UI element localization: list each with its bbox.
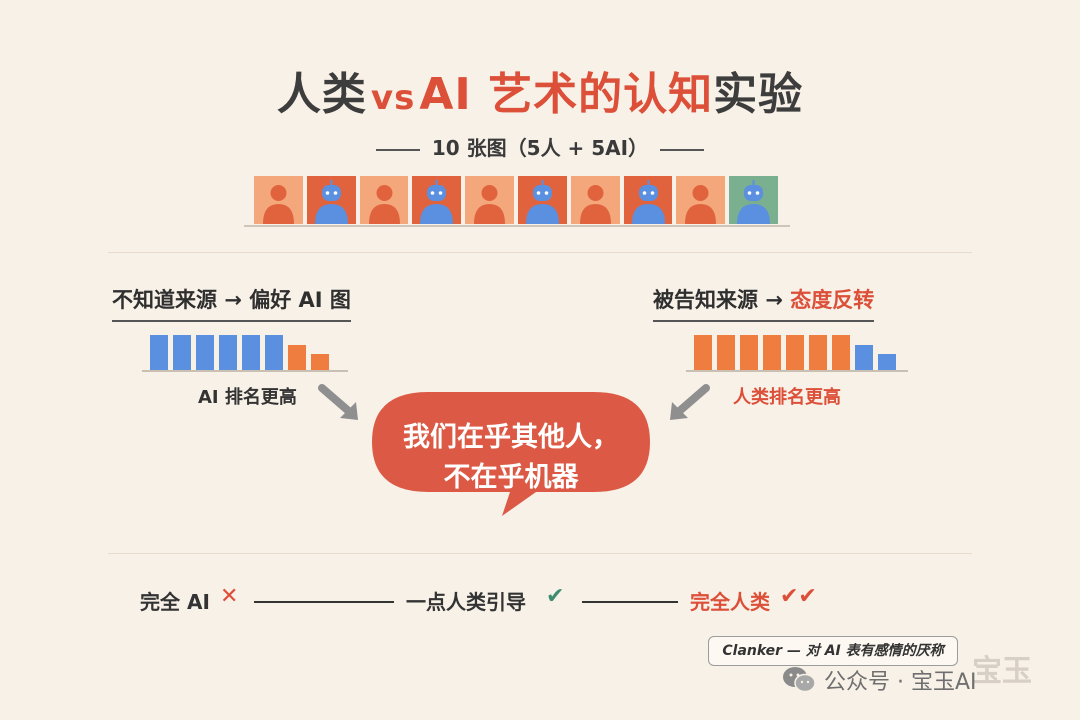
- title-part3: 实验: [713, 69, 804, 120]
- check-icon: ✔: [546, 584, 565, 609]
- spectrum-full-human: 完全人类: [690, 590, 770, 614]
- left-bars-baseline: [142, 370, 348, 372]
- left-ai-bar: [265, 335, 283, 370]
- right-ai-bar: [855, 345, 873, 370]
- human-image-tile: [359, 176, 409, 224]
- left-panel-title: 不知道来源 → 偏好 AI 图: [112, 284, 351, 322]
- left-ai-bar: [150, 335, 168, 370]
- wechat-icon: [783, 667, 816, 693]
- double-check-icon: ✔✔: [780, 584, 817, 609]
- title-vs: vs: [370, 78, 416, 118]
- ai-image-tile: [623, 176, 673, 224]
- right-title-a: 被告知来源: [653, 288, 766, 312]
- subtitle-text: 10 张图（5人 + 5AI）: [431, 136, 649, 160]
- right-human-bar: [740, 335, 758, 370]
- human-image-tile: [465, 176, 514, 224]
- right-bars-baseline: [686, 370, 908, 372]
- left-ai-bar: [219, 335, 237, 370]
- image-tiles-row: [254, 176, 778, 224]
- divider-top: [108, 252, 972, 253]
- spectrum-line-2: [582, 601, 678, 603]
- ai-image-tile: [412, 176, 462, 224]
- speech-bubble: [372, 392, 650, 516]
- watermark: 公众号 · 宝玉AI: [782, 664, 977, 696]
- right-title-b: 态度反转: [782, 288, 875, 312]
- left-title-arrow: →: [224, 288, 242, 312]
- human-image-tile: [676, 176, 726, 224]
- left-human-bar: [311, 354, 329, 370]
- human-image-tile: [254, 176, 303, 224]
- spectrum-full-ai: 完全 AI: [140, 590, 210, 614]
- divider-bottom: [108, 553, 972, 554]
- left-title-b: 偏好 AI 图: [241, 288, 351, 312]
- cross-icon: ✕: [220, 584, 239, 609]
- bubble-line1: 我们在乎其他人，: [403, 422, 619, 453]
- right-human-bar: [809, 335, 827, 370]
- title-part2: AI 艺术的认知: [419, 69, 714, 120]
- ai-image-tile: [729, 176, 778, 224]
- left-ai-bar: [196, 335, 214, 370]
- right-arrow-icon: [670, 384, 710, 420]
- right-human-bar: [786, 335, 804, 370]
- spectrum-line-1: [254, 601, 394, 603]
- left-title-a: 不知道来源: [112, 288, 225, 312]
- bubble-line2: 不在乎机器: [443, 462, 579, 493]
- right-bar-chart: [694, 335, 896, 370]
- right-human-bar: [717, 335, 735, 370]
- left-caption: AI 排名更高: [198, 387, 297, 408]
- watermark-text: 公众号 · 宝玉AI: [824, 670, 977, 695]
- bubble-text: 我们在乎其他人， 不在乎机器: [368, 418, 654, 498]
- right-human-bar: [763, 335, 781, 370]
- watermark-ghost: 宝玉: [972, 654, 1032, 689]
- ai-image-tile: [306, 176, 356, 224]
- ai-image-tile: [517, 176, 567, 224]
- human-image-tile: [570, 176, 620, 224]
- tiles-shelf: [244, 225, 790, 227]
- right-title-arrow: →: [765, 288, 783, 312]
- clanker-badge: Clanker — 对 AI 表有感情的厌称: [708, 636, 958, 666]
- right-human-bar: [832, 335, 850, 370]
- left-bar-chart: [150, 335, 329, 370]
- right-human-bar: [694, 335, 712, 370]
- right-caption: 人类排名更高: [733, 387, 841, 408]
- left-human-bar: [288, 345, 306, 370]
- subtitle: 10 张图（5人 + 5AI）: [0, 132, 1080, 161]
- subtitle-line-left: [375, 148, 420, 151]
- left-ai-bar: [173, 335, 191, 370]
- left-arrow-icon: [318, 384, 358, 420]
- title-part1: 人类: [276, 69, 367, 120]
- spectrum-little-guidance: 一点人类引导: [406, 590, 526, 614]
- subtitle-line-right: [660, 148, 705, 151]
- right-ai-bar: [878, 354, 896, 370]
- right-panel-title: 被告知来源 → 态度反转: [653, 284, 875, 322]
- left-ai-bar: [242, 335, 260, 370]
